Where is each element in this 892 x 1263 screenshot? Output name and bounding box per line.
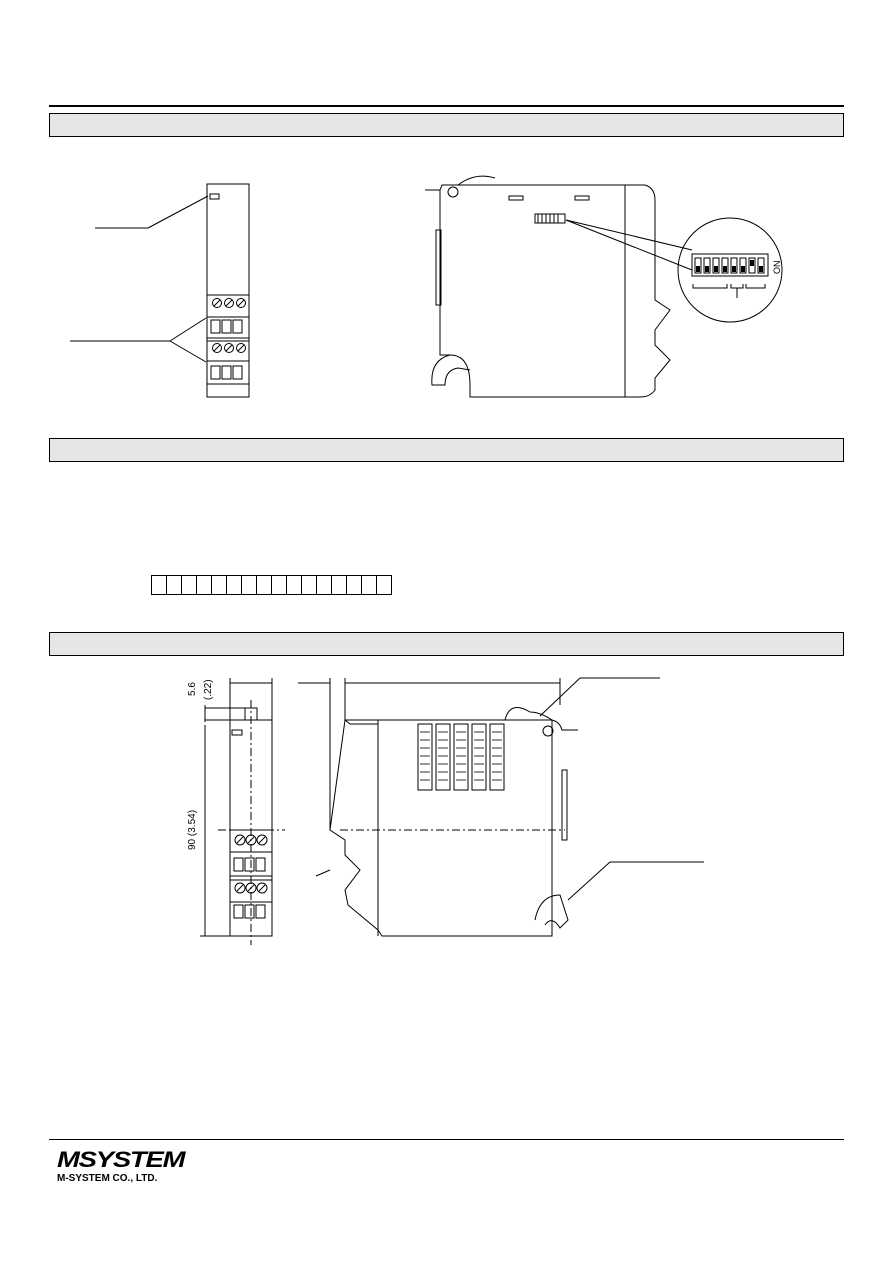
- code-box-strip: [151, 575, 392, 595]
- dim-height: 90 (3.54): [187, 809, 198, 850]
- section-band-1: [49, 113, 844, 137]
- company-logo: MSYSTEM M-SYSTEM CO., LTD.: [57, 1149, 185, 1185]
- section-band-2: [49, 438, 844, 462]
- section-band-3: [49, 632, 844, 656]
- top-rule: [49, 105, 844, 107]
- bottom-rule: [49, 1139, 844, 1140]
- dim-top-offset-inch: (.22): [203, 679, 214, 700]
- company-name: M-SYSTEM CO., LTD.: [57, 1173, 158, 1184]
- logo-mark: MSYSTEM: [57, 1147, 185, 1172]
- dim-top-offset: 5.6: [187, 682, 198, 696]
